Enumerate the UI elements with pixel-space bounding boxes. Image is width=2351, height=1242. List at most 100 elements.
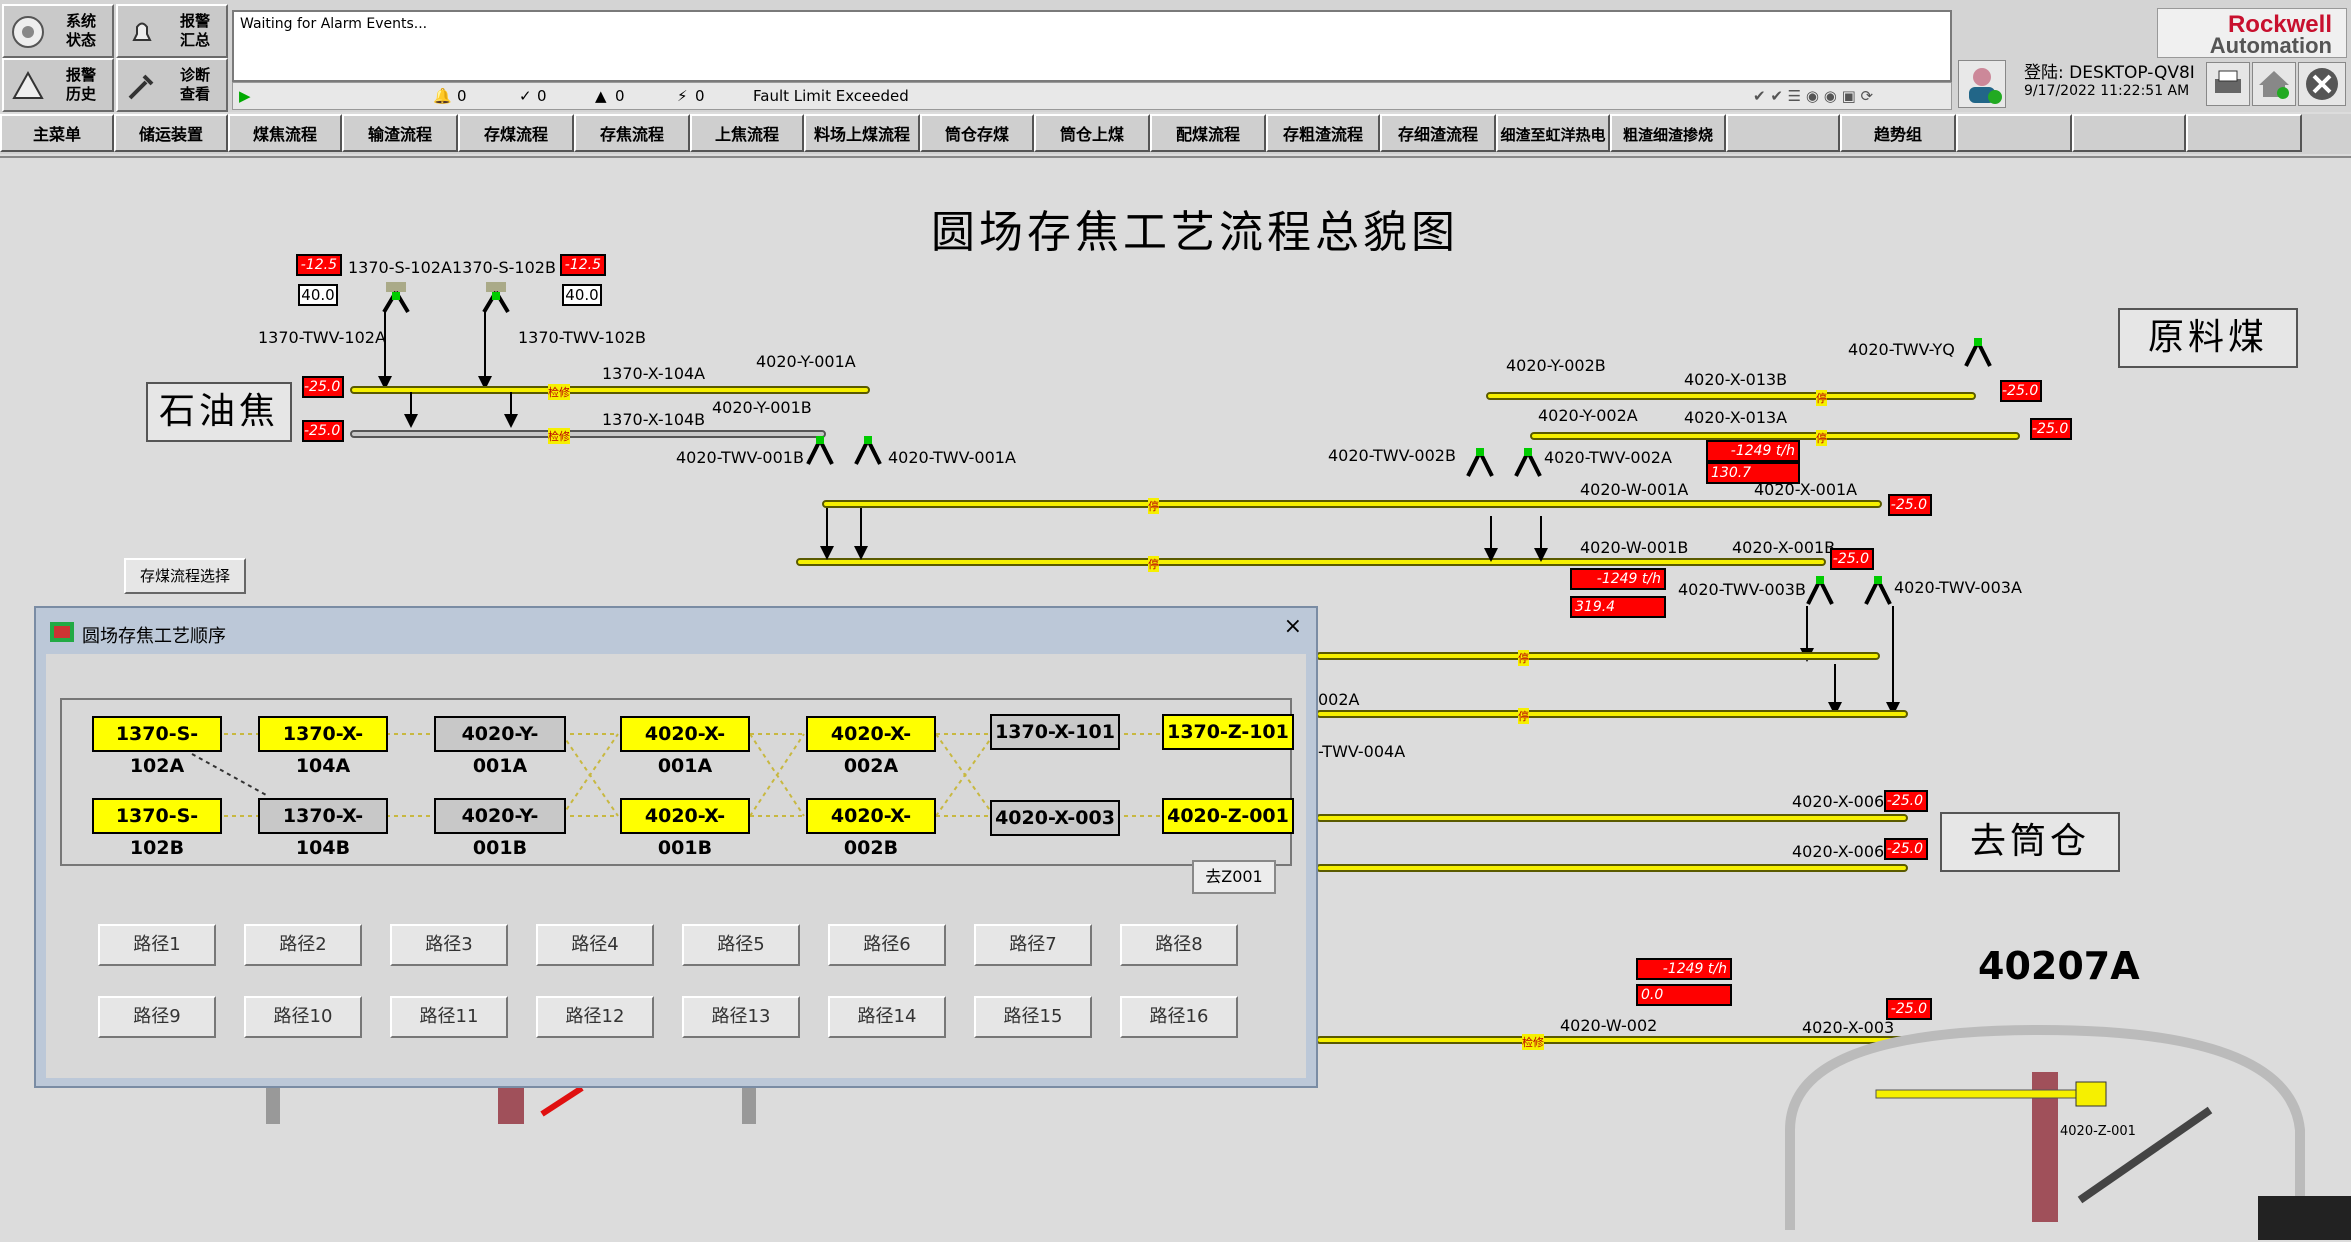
route-13-button[interactable]: 路径13 bbox=[682, 996, 800, 1038]
home-icon[interactable] bbox=[2252, 62, 2296, 106]
alarm-summary-button[interactable]: 报警 汇总 bbox=[116, 4, 228, 58]
system-status-button[interactable]: 系统 状态 bbox=[2, 4, 114, 58]
silo-label: 40207A bbox=[1978, 944, 2140, 988]
conveyor-x001a[interactable] bbox=[822, 500, 1882, 508]
conveyor-x006b[interactable] bbox=[1316, 864, 1908, 872]
print-icon[interactable] bbox=[2206, 62, 2250, 106]
conveyor-x013a[interactable] bbox=[1530, 432, 2020, 440]
seq-node-x001b[interactable]: 4020-X-001B bbox=[620, 798, 750, 859]
x013a-run-tag: 停 bbox=[1816, 430, 1827, 446]
conveyor-x104b[interactable] bbox=[350, 430, 826, 438]
storage-flow-select-button[interactable]: 存煤流程选择 bbox=[124, 558, 246, 594]
menu-coal-blending[interactable]: 配煤流程 bbox=[1150, 114, 1266, 152]
twv102b-valve-icon[interactable] bbox=[476, 282, 516, 342]
close-icon[interactable] bbox=[2298, 62, 2346, 106]
ack-tools-icon[interactable]: ✔ ✔ ☰ ◉ ◉ ▣ ⟳ bbox=[1753, 87, 1874, 105]
menu-storage-unit[interactable]: 储运装置 bbox=[114, 114, 228, 152]
conveyor-x013b[interactable] bbox=[1486, 392, 1976, 400]
twv002a-valve-icon[interactable] bbox=[1508, 446, 1548, 486]
alarm-banner[interactable]: Waiting for Alarm Events... bbox=[232, 10, 1952, 82]
brand-line2: Automation bbox=[2209, 33, 2332, 58]
menu-main[interactable]: 主菜单 bbox=[0, 114, 114, 152]
sequence-dialog[interactable]: 圆场存焦工艺顺序 × 1370-S-102A 1370-X-104A bbox=[34, 606, 1318, 1088]
conveyor-x006a[interactable] bbox=[1316, 814, 1908, 822]
route-3-button[interactable]: 路径3 bbox=[390, 924, 508, 966]
menu-coke-loading[interactable]: 上焦流程 bbox=[690, 114, 804, 152]
seq-node-z101[interactable]: 1370-Z-101 bbox=[1162, 714, 1294, 750]
twv001b-valve-icon[interactable] bbox=[800, 434, 840, 474]
s102b-setpoint[interactable]: 40.0 bbox=[562, 284, 602, 306]
alarm-bell-icon bbox=[132, 22, 152, 41]
twvyq-label: 4020-TWV-YQ bbox=[1848, 340, 1955, 359]
s102a-setpoint[interactable]: 40.0 bbox=[298, 284, 338, 306]
route-1-button[interactable]: 路径1 bbox=[98, 924, 216, 966]
alarm-history-button[interactable]: 报警 历史 bbox=[2, 58, 114, 112]
twv001a-valve-icon[interactable] bbox=[848, 434, 888, 474]
user-icon[interactable] bbox=[1958, 60, 2006, 108]
x002a-label: 002A bbox=[1318, 690, 1360, 709]
silo-dome-icon bbox=[1785, 1024, 2305, 1230]
menu-fine-slag[interactable]: 存细渣流程 bbox=[1380, 114, 1496, 152]
seq-node-x101[interactable]: 1370-X-101 bbox=[990, 714, 1120, 750]
seq-node-s102a[interactable]: 1370-S-102A bbox=[92, 716, 222, 777]
menu-silo-coal-loading[interactable]: 筒仓上煤 bbox=[1034, 114, 1150, 152]
menu-slag-co-firing[interactable]: 粗渣细渣掺烧 bbox=[1610, 114, 1726, 152]
route-7-button[interactable]: 路径7 bbox=[974, 924, 1092, 966]
route-10-button[interactable]: 路径10 bbox=[244, 996, 362, 1038]
menu-slag-conveying[interactable]: 输渣流程 bbox=[342, 114, 458, 152]
login-info: 登陆: DESKTOP-QV8I 9/17/2022 11:22:51 AM bbox=[2024, 58, 2274, 108]
route-4-button[interactable]: 路径4 bbox=[536, 924, 654, 966]
menu-fine-slag-to-hongyang[interactable]: 细渣至虹洋热电 bbox=[1496, 114, 1610, 152]
fault-count-icon: ⚡ bbox=[677, 87, 688, 105]
menu-coke-storage[interactable]: 存焦流程 bbox=[574, 114, 690, 152]
route-5-button[interactable]: 路径5 bbox=[682, 924, 800, 966]
route-14-button[interactable]: 路径14 bbox=[828, 996, 946, 1038]
menu-silo-coal-storage[interactable]: 筒仓存煤 bbox=[920, 114, 1034, 152]
seq-node-y001b[interactable]: 4020-Y-001B bbox=[434, 798, 566, 859]
menu-yard-coal-loading[interactable]: 料场上煤流程 bbox=[804, 114, 920, 152]
goto-z001-button[interactable]: 去Z001 bbox=[1192, 860, 1276, 894]
seq-node-x104b[interactable]: 1370-X-104B bbox=[258, 798, 388, 859]
menu-coarse-slag[interactable]: 存粗渣流程 bbox=[1266, 114, 1380, 152]
twv003a-valve-icon[interactable] bbox=[1858, 574, 1898, 614]
conveyor-x001b[interactable] bbox=[796, 558, 1826, 566]
seq-node-y001a[interactable]: 4020-Y-001A bbox=[434, 716, 566, 777]
twv004a-label: -TWV-004A bbox=[1318, 742, 1406, 761]
route-16-button[interactable]: 路径16 bbox=[1120, 996, 1238, 1038]
seq-node-x002b[interactable]: 4020-X-002B bbox=[806, 798, 936, 859]
seq-node-x003[interactable]: 4020-X-003 bbox=[990, 800, 1120, 836]
menu-trend-group[interactable]: 趋势组 bbox=[1840, 114, 1956, 152]
source-raw-coal: 原料煤 bbox=[2118, 308, 2298, 368]
diagnostics-button[interactable]: 诊断 查看 bbox=[116, 58, 228, 112]
seq-node-x002a[interactable]: 4020-X-002A bbox=[806, 716, 936, 777]
x013a-label: 4020-X-013A bbox=[1684, 408, 1788, 427]
twv003b-valve-icon[interactable] bbox=[1800, 574, 1840, 614]
seq-node-z001[interactable]: 4020-Z-001 bbox=[1162, 798, 1294, 834]
diagnostic-tools-icon bbox=[128, 74, 154, 100]
conveyor-x002b[interactable] bbox=[1316, 652, 1880, 660]
x001a-label: 4020-X-001A bbox=[1754, 480, 1858, 499]
alarm-history-icon bbox=[12, 70, 44, 99]
seq-node-x001a[interactable]: 4020-X-001A bbox=[620, 716, 750, 777]
conveyor-x104a[interactable] bbox=[350, 386, 870, 394]
route-15-button[interactable]: 路径15 bbox=[974, 996, 1092, 1038]
route-9-button[interactable]: 路径9 bbox=[98, 996, 216, 1038]
seq-node-x104a[interactable]: 1370-X-104A bbox=[258, 716, 388, 777]
menu-coal-storage[interactable]: 存煤流程 bbox=[458, 114, 574, 152]
x104b-label: 1370-X-104B bbox=[602, 410, 706, 429]
route-12-button[interactable]: 路径12 bbox=[536, 996, 654, 1038]
route-11-button[interactable]: 路径11 bbox=[390, 996, 508, 1038]
twv003a-label: 4020-TWV-003A bbox=[1894, 578, 2022, 597]
seq-node-s102b[interactable]: 1370-S-102B bbox=[92, 798, 222, 859]
flow-arrow bbox=[1534, 516, 1548, 562]
route-2-button[interactable]: 路径2 bbox=[244, 924, 362, 966]
dialog-close-button[interactable]: × bbox=[1283, 614, 1302, 639]
route-8-button[interactable]: 路径8 bbox=[1120, 924, 1238, 966]
conveyor-x002a[interactable] bbox=[1316, 710, 1908, 718]
twvyq-valve-icon[interactable] bbox=[1958, 336, 1998, 376]
twv002b-valve-icon[interactable] bbox=[1460, 446, 1500, 486]
twv102a-valve-icon[interactable] bbox=[376, 282, 416, 342]
route-6-button[interactable]: 路径6 bbox=[828, 924, 946, 966]
page-title: 圆场存焦工艺流程总貌图 bbox=[931, 207, 1459, 258]
menu-coal-coke-flow[interactable]: 煤焦流程 bbox=[228, 114, 342, 152]
